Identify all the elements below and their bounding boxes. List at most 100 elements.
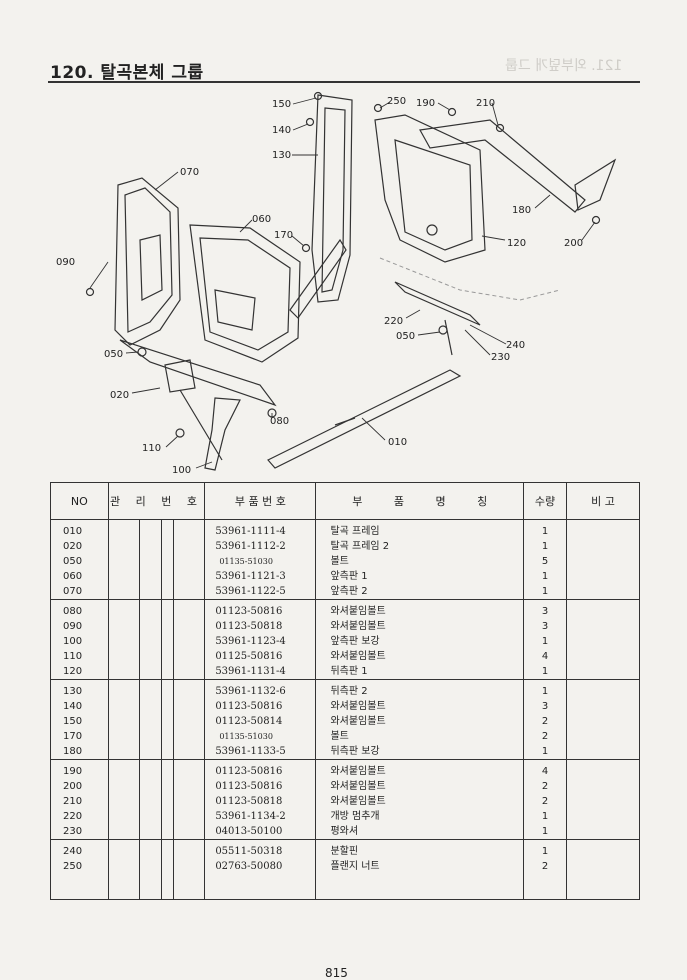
row-no: 130 bbox=[50, 679, 109, 699]
row-no: 180 bbox=[50, 744, 109, 760]
title-rule bbox=[48, 81, 640, 83]
callout-100: 100 bbox=[172, 465, 191, 476]
row-part-no: 01125-50816 bbox=[204, 649, 317, 664]
threshing-frame-2 bbox=[119, 339, 277, 407]
callout-050-left: 050 bbox=[104, 349, 123, 360]
row-no: 210 bbox=[50, 794, 109, 809]
row-part-name: 볼트 bbox=[315, 554, 525, 569]
rear-side-plate-2 bbox=[289, 94, 353, 319]
row-no: 250 bbox=[50, 859, 109, 900]
table-row: 110 01125-50816 와셔붙임볼트 4 bbox=[50, 649, 641, 664]
row-part-name: 탈곡 프레임 bbox=[315, 519, 525, 539]
row-qty: 1 bbox=[523, 569, 567, 584]
row-qty: 1 bbox=[523, 824, 567, 840]
rear-plate-reinforcement bbox=[419, 119, 617, 213]
parts-list-table: NO 관 리 번 호 부 품 번 호 부 품 명 칭 수량 비 고 010 53… bbox=[50, 482, 641, 900]
row-no: 200 bbox=[50, 779, 109, 794]
row-part-no: 01123-50816 bbox=[204, 779, 317, 794]
row-no: 150 bbox=[50, 714, 109, 729]
row-qty: 1 bbox=[523, 679, 567, 699]
row-qty: 1 bbox=[523, 809, 567, 824]
table-row: 180 53961-1133-5 뒤측판 보강 1 bbox=[50, 744, 641, 760]
row-part-no: 01123-50816 bbox=[204, 759, 317, 779]
callout-050-right: 050 bbox=[396, 331, 415, 342]
row-qty: 1 bbox=[523, 634, 567, 649]
front-plate-reinforcement bbox=[179, 389, 241, 471]
table-row: 220 53961-1134-2 개방 멈추개 1 bbox=[50, 809, 641, 824]
row-qty: 2 bbox=[523, 779, 567, 794]
row-part-no: 53961-1122-5 bbox=[204, 584, 317, 600]
callout-140: 140 bbox=[272, 125, 291, 136]
row-part-no: 53961-1133-5 bbox=[204, 744, 317, 760]
row-qty: 5 bbox=[523, 554, 567, 569]
row-part-no: 01123-50816 bbox=[204, 599, 317, 619]
row-part-name: 와셔붙임볼트 bbox=[315, 794, 525, 809]
row-part-no: 05511-50318 bbox=[204, 839, 317, 859]
row-part-name: 개방 멈추개 bbox=[315, 809, 525, 824]
callout-labels: 070 060 090 050 020 110 100 080 170 150 … bbox=[56, 96, 583, 476]
row-part-no: 01123-50818 bbox=[204, 794, 317, 809]
table-header-row: NO 관 리 번 호 부 품 번 호 부 품 명 칭 수량 비 고 bbox=[50, 482, 641, 520]
row-part-no: 01123-50818 bbox=[204, 619, 317, 634]
row-part-name: 평와셔 bbox=[315, 824, 525, 840]
callout-090: 090 bbox=[56, 257, 75, 268]
table-row: 190 01123-50816 와셔붙임볼트 4 bbox=[50, 759, 641, 779]
table-row: 200 01123-50816 와셔붙임볼트 2 bbox=[50, 779, 641, 794]
row-qty: 1 bbox=[523, 839, 567, 859]
row-part-name: 와셔붙임볼트 bbox=[315, 649, 525, 664]
row-no: 010 bbox=[50, 519, 109, 539]
header-remarks: 비 고 bbox=[565, 482, 641, 520]
callout-230: 230 bbox=[491, 352, 510, 363]
header-part-no: 부 품 번 호 bbox=[204, 482, 317, 520]
row-no: 240 bbox=[50, 839, 109, 859]
table-row: 010 53961-1111-4 탈곡 프레임 1 bbox=[50, 519, 641, 539]
row-part-name: 탈곡 프레임 2 bbox=[315, 539, 525, 554]
row-part-name: 플랜지 너트 bbox=[315, 859, 525, 900]
callout-130: 130 bbox=[272, 150, 291, 161]
row-no: 090 bbox=[50, 619, 109, 634]
row-part-no: 53961-1121-3 bbox=[204, 569, 317, 584]
row-no: 230 bbox=[50, 824, 109, 840]
callout-110: 110 bbox=[142, 443, 161, 454]
table-row: 070 53961-1122-5 앞측판 2 1 bbox=[50, 584, 641, 600]
row-qty: 1 bbox=[523, 744, 567, 760]
row-no: 080 bbox=[50, 599, 109, 619]
row-no: 170 bbox=[50, 729, 109, 744]
table-row: 060 53961-1121-3 앞측판 1 1 bbox=[50, 569, 641, 584]
bolt-symbols bbox=[85, 91, 601, 438]
row-qty: 3 bbox=[523, 699, 567, 714]
rear-side-plate-1 bbox=[374, 114, 486, 263]
row-part-no: 53961-1132-6 bbox=[204, 679, 317, 699]
callout-250: 250 bbox=[387, 96, 406, 107]
callout-080: 080 bbox=[270, 416, 289, 427]
row-no: 140 bbox=[50, 699, 109, 714]
exploded-parts-diagram: 070 060 090 050 020 110 100 080 170 150 … bbox=[56, 91, 617, 476]
row-qty: 2 bbox=[523, 729, 567, 744]
row-no: 050 bbox=[50, 554, 109, 569]
table-row: 170 01135-51030 볼트 2 bbox=[50, 729, 641, 744]
row-qty: 4 bbox=[523, 759, 567, 779]
row-qty: 2 bbox=[523, 794, 567, 809]
callout-020: 020 bbox=[110, 390, 129, 401]
row-part-no: 53961-1134-2 bbox=[204, 809, 317, 824]
table-row: 130 53961-1132-6 뒤측판 2 1 bbox=[50, 679, 641, 699]
row-qty: 3 bbox=[523, 599, 567, 619]
callout-190: 190 bbox=[416, 98, 435, 109]
row-part-no: 01135-51030 bbox=[204, 554, 317, 569]
table-row: 090 01123-50818 와셔붙임볼트 3 bbox=[50, 619, 641, 634]
row-qty: 3 bbox=[523, 619, 567, 634]
row-part-name: 와셔붙임볼트 bbox=[315, 599, 525, 619]
row-no: 120 bbox=[50, 664, 109, 680]
row-no: 220 bbox=[50, 809, 109, 824]
row-part-name: 와셔붙임볼트 bbox=[315, 779, 525, 794]
row-part-no: 01123-50814 bbox=[204, 714, 317, 729]
row-qty: 1 bbox=[523, 519, 567, 539]
row-no: 020 bbox=[50, 539, 109, 554]
table-row: 150 01123-50814 와셔붙임볼트 2 bbox=[50, 714, 641, 729]
callout-070: 070 bbox=[180, 167, 199, 178]
callout-170: 170 bbox=[274, 230, 293, 241]
front-side-plate-1 bbox=[189, 224, 301, 363]
table-row: 050 01135-51030 볼트 5 bbox=[50, 554, 641, 569]
callout-240: 240 bbox=[506, 340, 525, 351]
table-row: 240 05511-50318 분할핀 1 bbox=[50, 839, 641, 859]
